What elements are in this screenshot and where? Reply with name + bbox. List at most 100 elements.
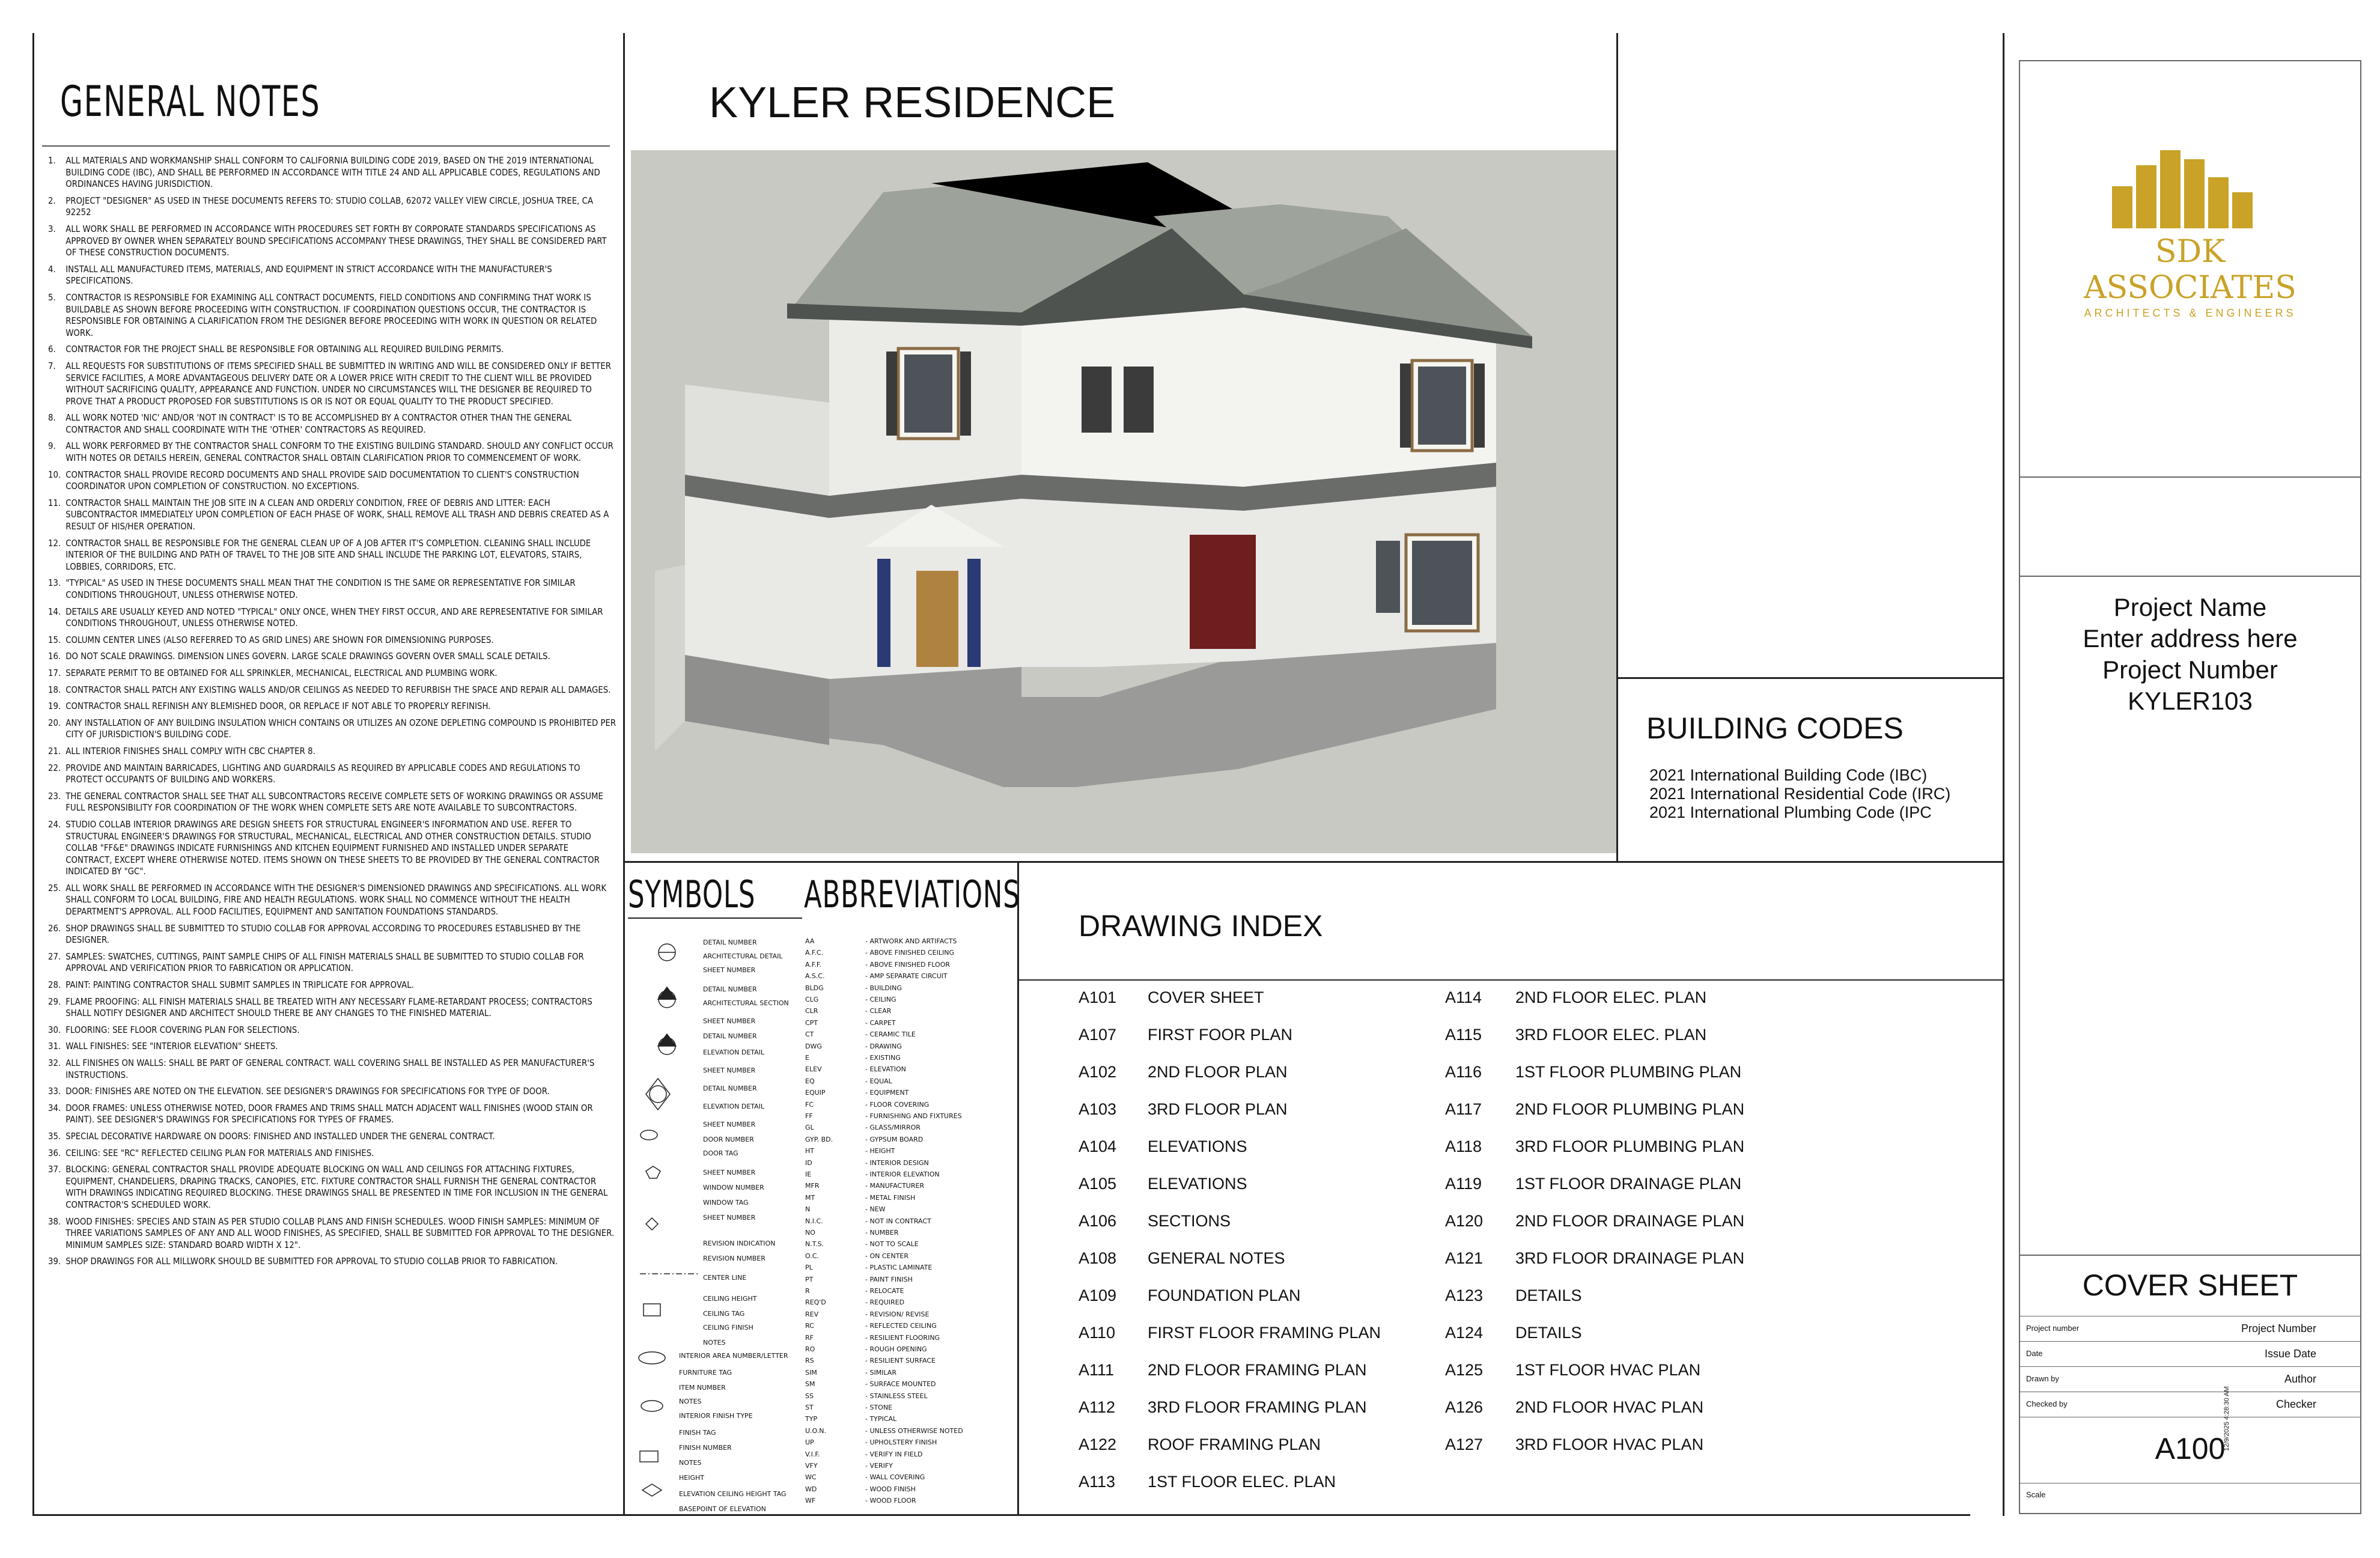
symbol-label: WINDOW NUMBER [703, 1184, 764, 1191]
general-note-item: 26. SHOP DRAWINGS SHALL BE SUBMITTED TO S… [48, 923, 616, 946]
abbreviation-meaning: - CLEAR [865, 1007, 892, 1015]
drawing-index-code: A115 [1445, 1026, 1482, 1044]
general-note-text: ALL WORK NOTED 'NIC' AND/OR 'NOT IN CONT… [65, 412, 572, 435]
drawing-index-name: 1ST FLOOR ELEC. PLAN [1148, 1473, 1336, 1491]
abbreviation-code: FC [805, 1100, 814, 1109]
drawing-index-name: DETAILS [1515, 1286, 1582, 1304]
general-note-text: SHOP DRAWINGS SHALL BE SUBMITTED TO STUD… [65, 922, 581, 946]
titleblock-divider-2 [2019, 576, 2361, 577]
field-value-drawn-by: Author [2284, 1373, 2316, 1385]
abbreviation-meaning: - SIMILAR [865, 1368, 896, 1377]
general-note-number: 24. [48, 818, 61, 830]
abbreviation-meaning: - ABOVE FINISHED FLOOR [865, 960, 951, 969]
abbreviation-code: TYP [805, 1415, 818, 1423]
divider-titleblock [2003, 33, 2004, 1516]
drawing-index-name: 3RD FLOOR HVAC PLAN [1515, 1435, 1704, 1453]
drawing-index-name: 2ND FLOOR PLAN [1148, 1063, 1288, 1081]
symbol-label: SHEET NUMBER [703, 1121, 756, 1128]
project-name: Project Name [2113, 593, 2267, 621]
general-note-number: 4. [48, 263, 56, 275]
abbreviation-code: RF [805, 1333, 814, 1342]
symbol-label: INTERIOR FINISH TYPE [679, 1412, 753, 1420]
symbol-label: ARCHITECTURAL SECTION [703, 999, 789, 1007]
abbreviation-code: MFR [805, 1182, 820, 1190]
abbreviation-code: RC [805, 1322, 814, 1330]
general-note-item: 21.ALL INTERIOR FINISHES SHALL COMPLY WI… [48, 746, 616, 758]
general-note-item: 17.SEPARATE PERMIT TO BE OBTAINED FOR AL… [48, 668, 616, 680]
abbreviation-meaning: - NEW [865, 1205, 886, 1214]
abbreviation-meaning: - METAL FINISH [865, 1193, 916, 1202]
general-note-item: 18.CONTRACTOR SHALL PATCH ANY EXISTING W… [48, 684, 616, 696]
logo-tagline: ARCHITECTS & ENGINEERS [2084, 307, 2296, 319]
general-note-number: 28. [48, 979, 61, 991]
general-note-item: 36.CEILING: SEE "RC" REFLECTED CEILING P… [48, 1148, 616, 1160]
abbreviation-meaning: - ELEVATION [865, 1065, 906, 1074]
general-note-number: 15. [48, 634, 61, 645]
field-label-checked-by: Checked by [2026, 1399, 2068, 1408]
drawing-index-name: 3RD FLOOR PLAN [1148, 1100, 1288, 1118]
abbreviation-meaning: - REVISION/ REVISE [865, 1310, 930, 1318]
abbreviation-code: WD [805, 1485, 817, 1493]
abbreviation-meaning: - CERAMIC TILE [865, 1030, 916, 1039]
general-note-number: 5. [48, 291, 56, 303]
plot-timestamp: 12/9/2025 4:28:30 AM [2223, 1386, 2230, 1451]
general-note-number: 21. [48, 745, 61, 756]
drawing-index-code: A127 [1445, 1435, 1484, 1453]
symbol-label: CEILING HEIGHT [703, 1295, 757, 1303]
field-value-project-number: Project Number [2241, 1322, 2316, 1334]
symbol-label: FINISH NUMBER [679, 1444, 732, 1452]
general-note-text: CONTRACTOR SHALL PROVIDE RECORD DOCUMENT… [65, 469, 579, 492]
logo-building-icon [2112, 150, 2253, 228]
field-value-date: Issue Date [2264, 1348, 2316, 1360]
drawing-index-name: 1ST FLOOR PLUMBING PLAN [1515, 1063, 1742, 1081]
abbreviation-meaning: - ABOVE FINISHED CEILING [865, 949, 954, 957]
titleblock-frame [2019, 60, 2361, 1514]
general-note-item: 24.STUDIO COLLAB INTERIOR DRAWINGS ARE D… [48, 819, 616, 878]
general-note-number: 19. [48, 701, 61, 712]
general-note-text: DETAILS ARE USUALLY KEYED AND NOTED "TYP… [65, 606, 603, 629]
abbreviation-meaning: - FURNISHING AND FIXTURES [865, 1112, 962, 1120]
abbreviation-code: GYP. BD. [805, 1135, 833, 1143]
abbreviation-code: SS [805, 1392, 814, 1400]
abbreviation-code: NO [805, 1229, 815, 1237]
symbol-label: DETAIL NUMBER [703, 1085, 757, 1092]
divider-image-codes [1616, 33, 1618, 862]
general-note-number: 26. [48, 922, 61, 934]
general-note-number: 38. [48, 1216, 61, 1227]
general-note-text: COLUMN CENTER LINES (ALSO REFERRED TO AS… [65, 634, 494, 645]
general-note-item: 9.ALL WORK PERFORMED BY THE CONTRACTOR S… [48, 440, 616, 464]
symbol-label: ELEVATION CEILING HEIGHT TAG [679, 1490, 787, 1498]
general-note-item: 3.ALL WORK SHALL BE PERFORMED IN ACCORDA… [48, 224, 616, 259]
cover-field-line-1 [2019, 1341, 2361, 1342]
drawing-index-name: SECTIONS [1148, 1212, 1231, 1230]
field-label-drawn-by: Drawn by [2026, 1374, 2059, 1383]
abbreviation-code: REQ'D [805, 1298, 826, 1307]
abbreviation-meaning: - RESILIENT SURFACE [865, 1357, 936, 1365]
symbols-legend-graphics [628, 928, 796, 1511]
general-note-number: 13. [48, 577, 61, 589]
cover-field-line-2 [2019, 1366, 2361, 1367]
drawing-index-code: A102 [1079, 1063, 1117, 1081]
general-note-number: 37. [48, 1164, 61, 1175]
drawing-index-name: 2ND FLOOR ELEC. PLAN [1515, 988, 1707, 1006]
general-note-text: INSTALL ALL MANUFACTURED ITEMS, MATERIAL… [65, 263, 552, 287]
drawing-index-code: A108 [1079, 1249, 1117, 1267]
general-note-item: 27.SAMPLES: SWATCHES, CUTTINGS, PAINT SA… [48, 951, 616, 975]
general-note-text: ALL FINISHES ON WALLS: SHALL BE PART OF … [65, 1057, 595, 1080]
general-note-text: "TYPICAL" AS USED IN THESE DOCUMENTS SHA… [65, 577, 576, 600]
drawing-index-code: A105 [1079, 1175, 1117, 1193]
general-note-item: 30.FLOORING: SEE FLOOR COVERING PLAN FOR… [48, 1024, 616, 1036]
abbreviation-meaning: - CEILING [865, 996, 896, 1003]
drawing-index-code: A103 [1079, 1100, 1117, 1118]
sheet-title: COVER SHEET [2082, 1268, 2298, 1302]
drawing-index-name: 3RD FLOOR FRAMING PLAN [1148, 1398, 1367, 1416]
drawing-index-code: A110 [1079, 1324, 1116, 1342]
abbreviation-meaning: - STAINLESS STEEL [865, 1392, 928, 1400]
general-note-number: 9. [48, 440, 56, 452]
general-note-item: 31.WALL FINISHES: SEE "INTERIOR ELEVATIO… [48, 1041, 616, 1053]
sheet-number: A100 [2155, 1432, 2226, 1465]
general-note-text: CEILING: SEE "RC" REFLECTED CEILING PLAN… [65, 1147, 374, 1158]
drawing-index-code: A118 [1445, 1137, 1482, 1155]
abbreviation-meaning: - DRAWING [865, 1042, 902, 1050]
abbreviation-code: AA [805, 937, 815, 945]
